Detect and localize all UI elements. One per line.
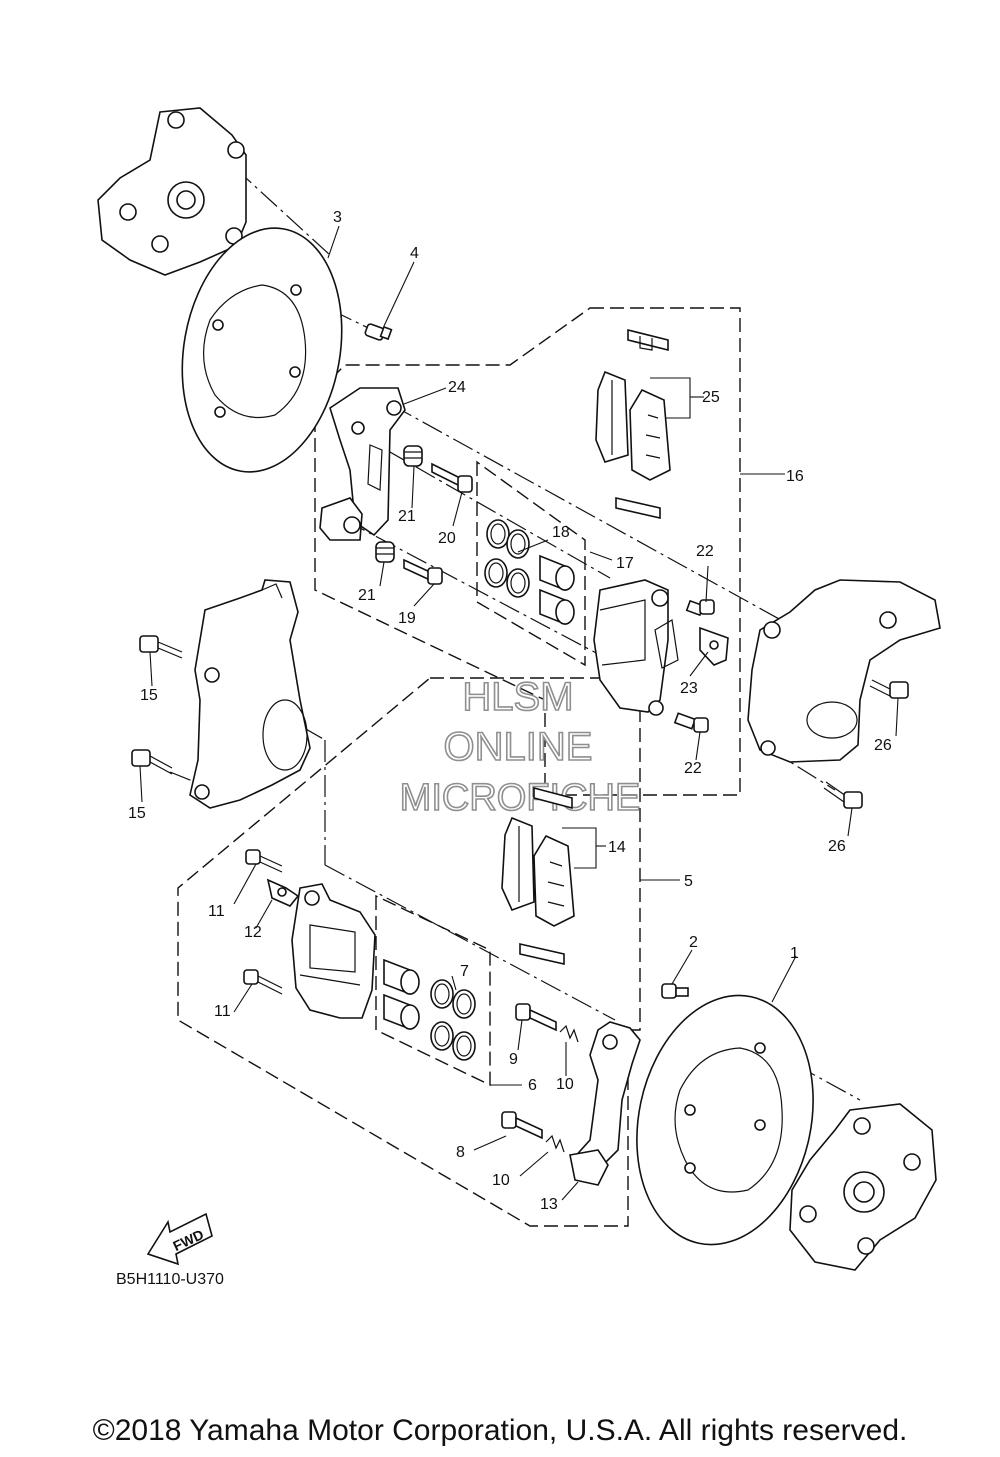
watermark-line2: ONLINE <box>444 725 593 769</box>
callout-15b: 15 <box>128 805 146 822</box>
bolt-4 <box>364 323 393 341</box>
caliper-body-upper <box>593 579 679 716</box>
bolt-22-upper <box>685 599 715 617</box>
callout-26a: 26 <box>874 737 892 754</box>
callout-23: 23 <box>680 680 698 697</box>
slide-pin-20 <box>431 462 473 493</box>
callout-15a: 15 <box>140 687 158 704</box>
seal-kit-7 <box>430 979 476 1061</box>
slide-pin-9 <box>515 1003 557 1032</box>
bolt-2 <box>661 983 689 999</box>
bolt-15-lower <box>131 749 173 775</box>
callout-10b: 10 <box>492 1172 510 1189</box>
callout-21a: 21 <box>398 508 416 525</box>
axis-line-pins19 <box>354 431 611 579</box>
brake-pad-14-b <box>533 834 575 927</box>
brake-disc-1 <box>636 994 814 1246</box>
callout-14: 14 <box>608 839 626 856</box>
copyright-notice: ©2018 Yamaha Motor Corporation, U.S.A. A… <box>93 1414 908 1447</box>
fwd-arrow-icon: FWD <box>146 1212 213 1266</box>
callout-4: 4 <box>410 245 419 262</box>
axis-line-knuckle-lower <box>324 864 616 1021</box>
pad-spring-top <box>627 328 669 352</box>
callout-17: 17 <box>616 555 634 572</box>
callout-12: 12 <box>244 924 262 941</box>
callout-22b: 22 <box>684 760 702 777</box>
callout-5: 5 <box>684 873 693 890</box>
brake-disc-3 <box>181 227 343 473</box>
callout-2: 2 <box>689 934 698 951</box>
brake-pad-25-a <box>595 370 629 463</box>
hub-upper <box>97 107 247 276</box>
bolt-26-upper <box>869 679 909 699</box>
piston-lower-b <box>383 993 420 1031</box>
pad-clip-lower <box>519 942 565 966</box>
caliper-bracket-13 <box>569 1021 641 1186</box>
bolt-11-upper <box>245 849 283 873</box>
spring-10-lower <box>545 1134 565 1153</box>
leader-lines <box>139 225 899 1201</box>
callout-19: 19 <box>398 610 416 627</box>
callout-26b: 26 <box>828 838 846 855</box>
bleeder-23 <box>699 626 729 666</box>
piston-upper-b <box>539 588 575 626</box>
axis-line-caliper16 <box>391 404 791 626</box>
callout-11b: 11 <box>214 1003 231 1020</box>
callouts: 1 2 3 4 5 6 7 8 9 10 10 11 11 12 13 14 1… <box>128 209 892 1213</box>
callout-22a: 22 <box>696 543 714 560</box>
brake-pad-14-a <box>501 816 535 912</box>
callout-18: 18 <box>552 524 570 541</box>
diagram-ref-code: B5H1110-U370 <box>116 1271 224 1288</box>
steering-knuckle-left <box>189 579 311 809</box>
callout-11a: 11 <box>208 903 225 920</box>
slide-pin-8 <box>501 1111 543 1140</box>
bolt-11-lower <box>243 969 283 995</box>
callout-1: 1 <box>790 945 799 962</box>
bolt-15-upper <box>139 635 183 659</box>
watermark-line1: HLSM <box>462 675 573 719</box>
hub-lower <box>789 1103 937 1271</box>
caliper-bracket-24 <box>319 387 406 541</box>
watermark-line3: MICROFICHE <box>400 777 641 819</box>
spring-10-upper <box>559 1024 579 1043</box>
piston-upper-a <box>539 554 575 592</box>
assembly-16-boundary <box>314 307 741 796</box>
callout-13: 13 <box>540 1196 558 1213</box>
seal-kit-17-boundary <box>476 460 586 667</box>
callout-8: 8 <box>456 1144 465 1161</box>
slide-pin-19 <box>403 558 443 585</box>
callout-3: 3 <box>333 209 342 226</box>
seal-kit-18 <box>484 519 530 598</box>
callout-20: 20 <box>438 530 456 547</box>
brake-pad-25-b <box>629 388 671 481</box>
bolt-26-lower <box>823 781 863 809</box>
callout-24: 24 <box>448 379 466 396</box>
assembly-5-boundary <box>177 677 641 1227</box>
callout-16: 16 <box>786 468 804 485</box>
bleeder-12 <box>266 878 300 907</box>
bolt-22-lower <box>673 712 709 733</box>
callout-7: 7 <box>460 963 469 980</box>
callout-10a: 10 <box>556 1076 574 1093</box>
piston-lower-a <box>383 958 420 996</box>
pad-spring-lower <box>533 786 573 810</box>
axis-line-upper <box>234 167 331 256</box>
bushing-21-lower <box>375 541 395 563</box>
caliper-body-lower <box>291 883 376 1019</box>
callout-9: 9 <box>509 1051 518 1068</box>
callout-25: 25 <box>702 389 720 406</box>
steering-knuckle-right <box>747 579 941 763</box>
pad-clip-bottom <box>615 496 661 520</box>
watermark: HLSM ONLINE MICROFICHE <box>399 674 641 820</box>
callout-6: 6 <box>528 1077 537 1094</box>
bushing-21-upper <box>403 445 423 467</box>
callout-21b: 21 <box>358 587 376 604</box>
